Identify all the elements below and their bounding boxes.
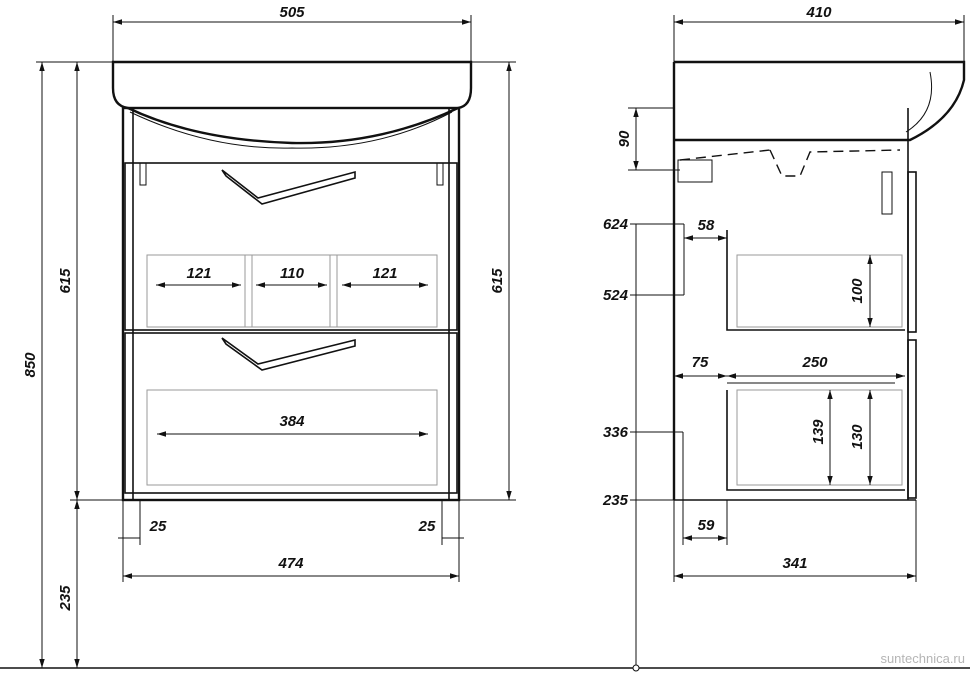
side-basin bbox=[674, 60, 966, 142]
upper-drawer-front bbox=[124, 162, 458, 331]
dim-bottom-offset: 59 bbox=[698, 517, 715, 534]
side-upper-front bbox=[907, 171, 917, 333]
upper-drawer-handle bbox=[221, 169, 356, 205]
dim-upper-offset: 58 bbox=[698, 217, 715, 234]
basin-outline bbox=[111, 60, 473, 145]
upper-drawer-interior bbox=[146, 254, 438, 328]
basin-inner-curve bbox=[129, 111, 453, 149]
dim-section-2: 110 bbox=[280, 265, 305, 282]
dim-lower-drawer-inner: 130 bbox=[849, 424, 866, 450]
dim-section-1: 121 bbox=[186, 265, 211, 282]
dim-overall-height: 850 bbox=[22, 352, 39, 378]
dim-level-336: 336 bbox=[603, 424, 629, 441]
dim-lower-offset: 75 bbox=[692, 354, 709, 371]
dim-body-depth: 341 bbox=[782, 555, 807, 572]
side-basin-curve bbox=[905, 71, 933, 133]
hinge-right bbox=[436, 162, 444, 186]
siphon-box bbox=[677, 159, 713, 183]
lower-drawer-handle bbox=[221, 337, 356, 371]
side-handle-upper bbox=[881, 171, 893, 215]
side-upper-drawer-inner bbox=[736, 254, 903, 328]
side-upper-drawer bbox=[726, 230, 905, 331]
dim-body-height-left: 615 bbox=[57, 268, 74, 294]
dim-lower-drawer-width: 384 bbox=[279, 413, 305, 430]
dim-overall-depth: 410 bbox=[805, 4, 832, 21]
dim-foot-inset-left: 25 bbox=[149, 518, 167, 535]
hinge-left bbox=[139, 162, 147, 186]
side-lower-front bbox=[907, 339, 917, 499]
dim-upper-drawer-height: 100 bbox=[849, 278, 866, 304]
dim-overall-width: 505 bbox=[279, 4, 305, 21]
side-lower-drawer bbox=[726, 390, 905, 491]
dim-lower-drawer-depth: 250 bbox=[801, 354, 828, 371]
dim-level-624: 624 bbox=[603, 216, 629, 233]
side-view: 410 90 624 524 58 100 75 250 336 139 130 bbox=[602, 4, 966, 672]
dim-foot-inset-right: 25 bbox=[418, 518, 436, 535]
dim-lower-drawer-outer: 139 bbox=[810, 419, 827, 445]
lower-drawer-interior bbox=[146, 389, 438, 486]
dim-leg-height: 235 bbox=[57, 585, 74, 612]
lower-drawer-front bbox=[124, 332, 458, 494]
dim-level-524: 524 bbox=[603, 287, 629, 304]
dim-level-235: 235 bbox=[602, 492, 629, 509]
dim-body-width: 474 bbox=[277, 555, 304, 572]
dim-section-3: 121 bbox=[372, 265, 397, 282]
front-view: 505 850 615 615 235 121 110 121 384 25 bbox=[22, 4, 516, 668]
side-lower-drawer-inner bbox=[736, 389, 903, 486]
siphon-line bbox=[679, 149, 901, 177]
dim-basin-rim: 90 bbox=[616, 130, 633, 147]
cabinet-body bbox=[121, 106, 461, 502]
dim-body-height-right: 615 bbox=[489, 268, 506, 294]
level-axis-origin bbox=[632, 664, 640, 672]
watermark: suntechnica.ru bbox=[880, 651, 965, 666]
